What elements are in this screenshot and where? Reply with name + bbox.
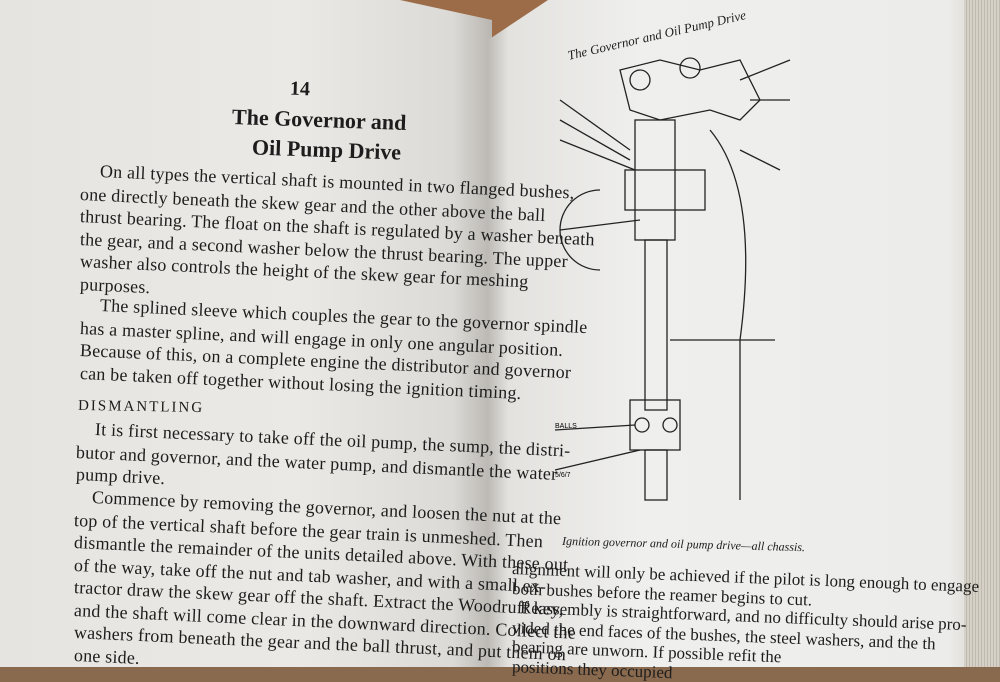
section-heading: DISMANTLING (77, 397, 205, 417)
chapter-title-line2: Oil Pump Drive (251, 134, 402, 165)
page-edges (964, 0, 1000, 667)
right-page (488, 0, 1000, 667)
text-line: purposes. (79, 273, 151, 297)
chapter-number: 14 (289, 77, 311, 101)
text-line: one side. (73, 644, 141, 668)
diagram-label-part-number: 5/6/7 (555, 472, 571, 479)
text-line: pump drive. (75, 464, 166, 489)
technical-drawing: BALLS 5/6/7 (554, 57, 791, 501)
left-page (0, 0, 492, 667)
diagram-label-balls: BALLS (555, 423, 577, 430)
